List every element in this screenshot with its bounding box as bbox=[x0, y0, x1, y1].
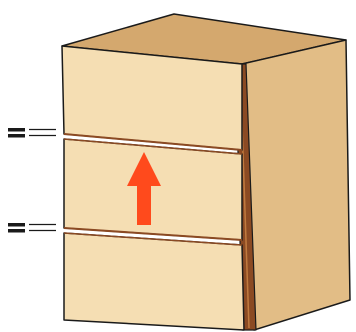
equal-gap-marker-top bbox=[8, 128, 56, 138]
drawer-2-front bbox=[64, 139, 242, 240]
drawer-1-front bbox=[62, 46, 242, 150]
drawer-3-front bbox=[64, 233, 244, 330]
equal-gap-marker-bottom bbox=[8, 223, 56, 233]
cabinet-side-panel bbox=[242, 40, 350, 330]
